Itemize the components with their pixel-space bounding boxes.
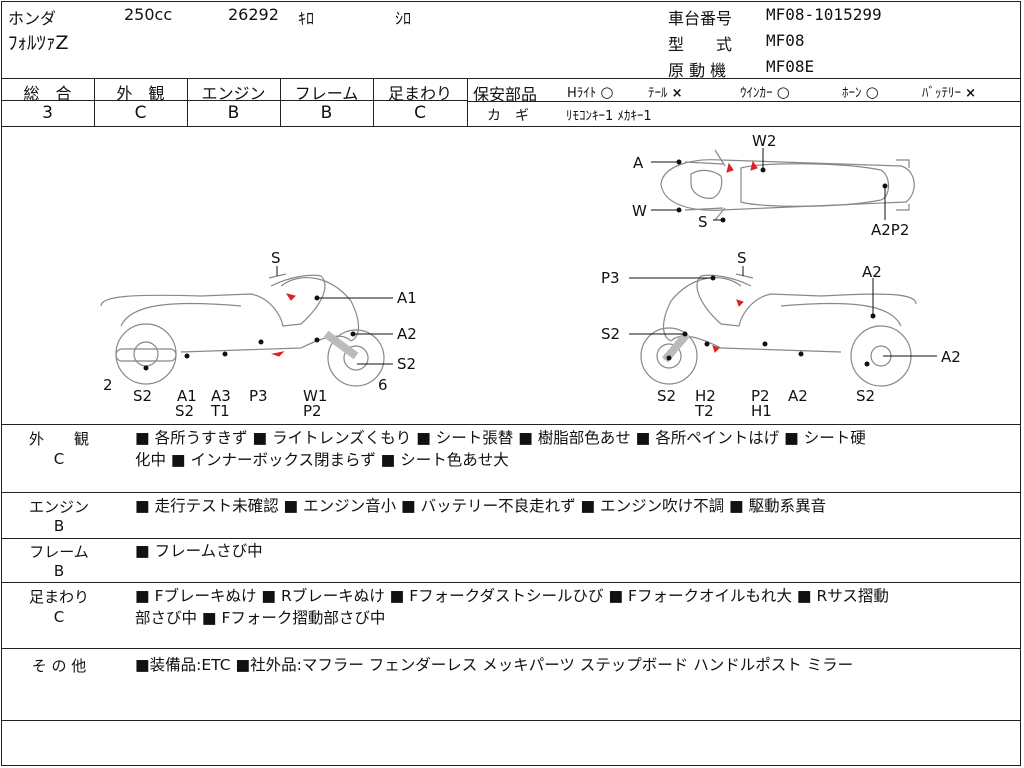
safety-label: 保安部品 bbox=[473, 85, 538, 104]
engine-cc: 250cc bbox=[124, 5, 173, 24]
lbl-right-s: S bbox=[737, 249, 747, 267]
key-label: カ ギ bbox=[487, 108, 529, 124]
lbl-left-a2: A2 bbox=[397, 325, 417, 343]
grade-exterior-value: C bbox=[134, 103, 147, 123]
grade-exterior-label: 外 観 bbox=[116, 84, 165, 103]
scooter-top-view bbox=[660, 149, 915, 221]
engine-value: MF08E bbox=[766, 57, 815, 76]
safety-item-winker: ｳｲﾝｶｰ ○ bbox=[740, 83, 790, 101]
lbl-left-w1: W1 bbox=[303, 387, 327, 405]
grade-overall-label: 総 合 bbox=[23, 84, 72, 103]
grade-suspension-label: 足まわり bbox=[387, 84, 452, 103]
safety-item-headlight: Hﾗｲﾄ ○ bbox=[567, 83, 614, 101]
safety-item-horn: ﾎｰﾝ ○ bbox=[842, 83, 879, 101]
safety-item-tail: ﾃｰﾙ × bbox=[648, 86, 683, 101]
lbl-top-w2: W2 bbox=[752, 132, 776, 150]
section-exterior-grade: C bbox=[53, 450, 65, 468]
frame-no: MF08-1015299 bbox=[766, 5, 882, 24]
lbl-top-a: A bbox=[633, 154, 644, 172]
lbl-left-s2: S2 bbox=[397, 355, 416, 373]
section-suspension-grade: C bbox=[53, 608, 65, 626]
scooter-right-view bbox=[640, 273, 917, 387]
section-exterior-line2: 化中 ■ インナーボックス閉まらず ■ シート色あせ大 bbox=[135, 451, 509, 469]
safety-item-battery: ﾊﾞｯﾃﾘｰ × bbox=[922, 86, 977, 101]
section-suspension-line1: ■ Fブレーキぬけ ■ Rブレーキぬけ ■ Fフォークダストシールひび ■ Fフ… bbox=[135, 587, 889, 605]
lbl-right-a2: A2 bbox=[941, 348, 961, 366]
lbl-top-w: W bbox=[632, 202, 647, 220]
section-frame-label: フレーム bbox=[29, 543, 89, 561]
grade-engine-value: B bbox=[227, 103, 240, 123]
grade-suspension-value: C bbox=[414, 103, 426, 123]
damage-diagram: A W S W2 A2P2 S A1 A2 S2 6 2 S2 A1 S2 A3… bbox=[100, 132, 961, 420]
mileage-unit: ｷﾛ bbox=[298, 9, 315, 28]
lbl-left-2: 2 bbox=[103, 376, 113, 394]
body-color: ｼﾛ bbox=[395, 9, 412, 28]
section-engine-label: エンジン bbox=[28, 498, 89, 516]
frame-no-label: 車台番号 bbox=[668, 9, 733, 28]
lbl-right-t2: T2 bbox=[694, 402, 714, 420]
section-suspension-line2: 部さび中 ■ Fフォーク摺動部さび中 bbox=[135, 609, 386, 627]
type-value: MF08 bbox=[766, 31, 805, 50]
model-name: ﾌｫﾙﾂｧZ bbox=[8, 32, 69, 54]
grade-frame-label: フレーム bbox=[294, 84, 359, 103]
section-other-label: そ の 他 bbox=[31, 657, 87, 675]
lbl-right-a2b: A2 bbox=[788, 387, 808, 405]
lbl-left-s2b: S2 bbox=[133, 387, 152, 405]
lbl-left-6: 6 bbox=[378, 376, 388, 394]
grade-overall-value: 3 bbox=[42, 103, 53, 123]
lbl-right-h1: H1 bbox=[751, 402, 772, 420]
section-engine-grade: B bbox=[53, 517, 65, 535]
section-suspension-label: 足まわり bbox=[28, 588, 89, 606]
section-other-line1: ■装備品:ETC ■社外品:マフラー フェンダーレス メッキパーツ ステップボー… bbox=[135, 656, 854, 674]
lbl-left-a3: A3 bbox=[211, 387, 231, 405]
lbl-left-a1: A1 bbox=[397, 289, 417, 307]
lbl-left-s2c: S2 bbox=[175, 402, 194, 420]
lbl-left-a1b: A1 bbox=[177, 387, 197, 405]
lbl-right-s2: S2 bbox=[601, 325, 620, 343]
engine-label: 原 動 機 bbox=[668, 61, 727, 80]
lbl-top-a2p2: A2P2 bbox=[871, 221, 909, 239]
section-frame-grade: B bbox=[53, 562, 65, 580]
lbl-right-s2b: S2 bbox=[657, 387, 676, 405]
lbl-right-a2top: A2 bbox=[862, 263, 882, 281]
lbl-top-s: S bbox=[698, 213, 708, 231]
scooter-left-view bbox=[100, 273, 385, 387]
section-frame-line1: ■ フレームさび中 bbox=[135, 542, 263, 560]
section-exterior-line1: ■ 各所うすきず ■ ライトレンズくもり ■ シート張替 ■ 樹脂部色あせ ■ … bbox=[135, 429, 866, 447]
grade-frame-value: B bbox=[320, 103, 333, 123]
type-label: 型 式 bbox=[668, 35, 733, 54]
grade-engine-label: エンジン bbox=[201, 84, 266, 103]
section-engine-line1: ■ 走行テスト未確認 ■ エンジン音小 ■ バッテリー不良走れず ■ エンジン吹… bbox=[135, 497, 827, 515]
section-exterior-label: 外 観 bbox=[28, 430, 89, 448]
mileage: 26292 bbox=[228, 5, 279, 24]
lbl-left-t1: T1 bbox=[210, 402, 230, 420]
lbl-left-s: S bbox=[271, 249, 281, 267]
lbl-right-p2: P2 bbox=[751, 387, 770, 405]
lbl-right-p3: P3 bbox=[601, 269, 620, 287]
lbl-right-s2c: S2 bbox=[856, 387, 875, 405]
maker: ホンダ bbox=[8, 9, 57, 28]
key-value: ﾘﾓｺﾝｷｰ1 ﾒｶｷｰ1 bbox=[566, 109, 652, 124]
lbl-right-h2: H2 bbox=[695, 387, 716, 405]
lbl-left-p2: P2 bbox=[303, 402, 322, 420]
lbl-left-p3: P3 bbox=[249, 387, 268, 405]
